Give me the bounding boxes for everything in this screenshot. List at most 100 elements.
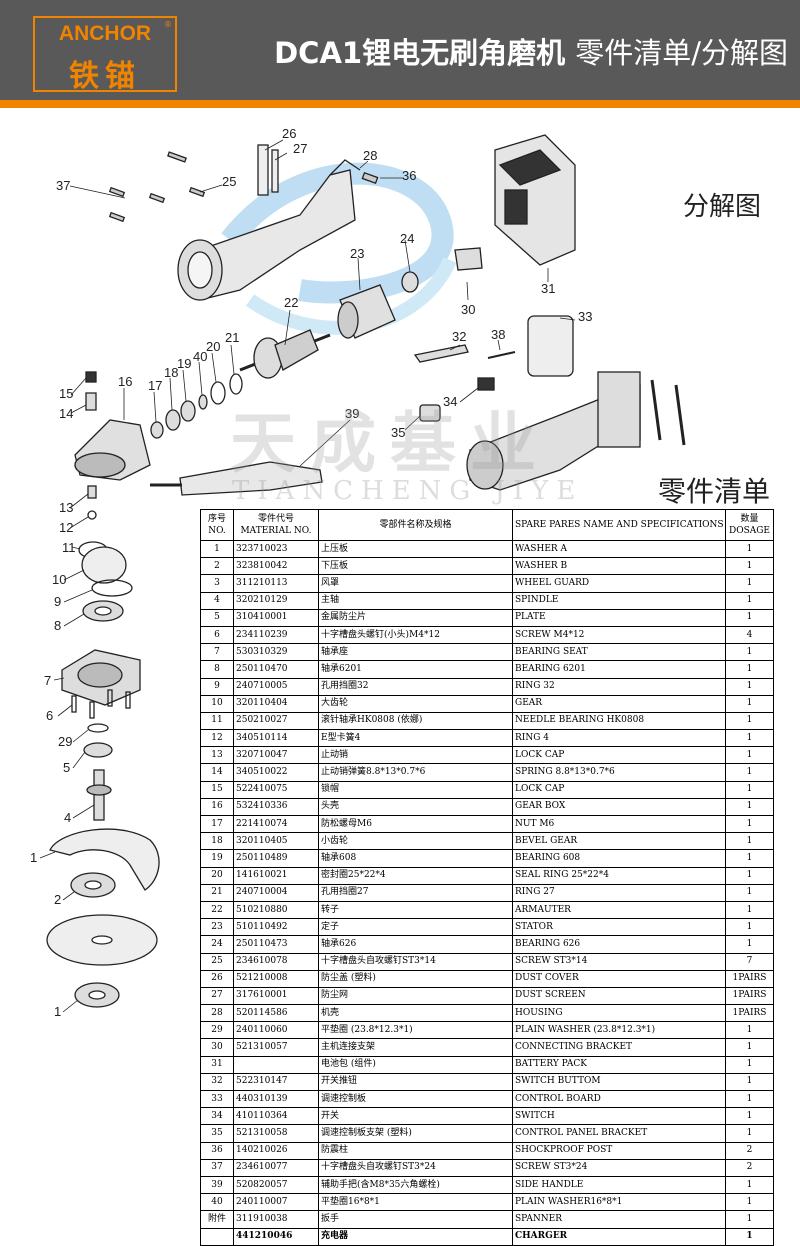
callout-40: 40: [193, 349, 207, 364]
callout-14: 14: [59, 406, 73, 421]
cell-qty: 1: [725, 1175, 774, 1195]
control-board-part: [527, 315, 574, 377]
cell-material: 320110404: [233, 694, 319, 713]
cell-name-cn: 滚针轴承HK0808 (依娜): [318, 711, 513, 731]
cell-name-en: SWITCH BUTTOM: [512, 1072, 726, 1092]
cell-name-en: DUST SCREEN: [512, 986, 726, 1006]
cell-name-en: CHARGER: [512, 1227, 726, 1246]
cell-name-en: LOCK CAP: [512, 780, 726, 799]
cell-material: 530310329: [233, 643, 319, 662]
cell-name-cn: 上压板: [318, 539, 513, 559]
cell-no: 8: [200, 660, 234, 679]
assembled-tool: [466, 371, 641, 491]
cell-qty: 1: [725, 1021, 774, 1040]
cell-name-en: BEARING SEAT: [512, 643, 726, 662]
cell-name-en: SPANNER: [512, 1210, 726, 1229]
cell-name-en: BEVEL GEAR: [512, 832, 726, 851]
cell-qty: 1PAIRS: [725, 1004, 774, 1023]
cell-no: 32: [200, 1072, 234, 1092]
cell-qty: 1PAIRS: [725, 969, 774, 988]
exploded-diagram: 37 25 26 27 28 36 24 23 22 30 31 33 32 3…: [30, 126, 686, 1019]
col-name-en-header: SPARE PARES NAME AND SPECIFICATIONS: [512, 509, 726, 541]
cell-material: 250210027: [233, 711, 319, 731]
cell-name-en: NUT M6: [512, 814, 726, 834]
cell-name-en: PLATE: [512, 608, 726, 627]
callout-17: 17: [148, 378, 162, 393]
cell-qty: 1: [725, 1038, 774, 1057]
cell-no: 26: [200, 969, 234, 988]
cell-name-cn: 金属防尘片: [318, 608, 513, 627]
cell-no: 25: [200, 952, 234, 971]
cell-no: 36: [200, 1141, 234, 1160]
side-handle-part: [150, 461, 323, 496]
cell-no: 21: [200, 883, 234, 902]
cell-material: 311210113: [233, 574, 319, 593]
cell-material: 440310139: [233, 1089, 319, 1109]
callout-27: 27: [293, 141, 307, 156]
cell-no: 2: [200, 557, 234, 576]
cell-qty: 1: [725, 866, 774, 885]
cell-no: 40: [200, 1193, 234, 1212]
cell-name-cn: 辅助手把(含M8*35六角螺栓): [318, 1175, 513, 1195]
bearing-626-part: [401, 271, 419, 293]
cell-material: 250110470: [233, 660, 319, 679]
cell-no: 33: [200, 1089, 234, 1109]
cell-name-cn: 小齿轮: [318, 832, 513, 851]
cell-qty: 1: [725, 711, 774, 731]
cell-material: 320210129: [233, 591, 319, 610]
cell-name-cn: 机壳: [318, 1004, 513, 1023]
callout-18: 18: [164, 365, 178, 380]
cell-material: 340510022: [233, 763, 319, 782]
cell-name-cn: 防震柱: [318, 1141, 513, 1160]
title-sub: 零件清单/分解图: [575, 36, 788, 70]
callout-6: 6: [46, 708, 53, 723]
cell-qty: 1: [725, 763, 774, 782]
cell-name-cn: 轴承626: [318, 935, 513, 954]
cell-name-en: WASHER A: [512, 539, 726, 559]
cell-name-cn: E型卡簧4: [318, 729, 513, 748]
callout-11: 11: [62, 540, 76, 555]
cell-qty: 1: [725, 780, 774, 799]
bearing-seat-part: [61, 649, 141, 706]
cell-material: 234610078: [233, 952, 319, 971]
cell-qty: 4: [725, 625, 774, 645]
cell-name-cn: 止动销弹簧8.8*13*0.7*6: [318, 763, 513, 782]
cell-name-cn: 轴承608: [318, 849, 513, 868]
cell-name-en: GEAR BOX: [512, 797, 726, 817]
cell-qty: 1: [725, 900, 774, 920]
callout-23: 23: [350, 246, 364, 261]
cell-qty: 1: [725, 849, 774, 868]
callout-12: 12: [59, 520, 73, 535]
cell-qty: 1: [725, 832, 774, 851]
callout-13: 13: [59, 500, 73, 515]
cell-name-cn: 孔用挡圈27: [318, 883, 513, 902]
cell-material: 141610021: [233, 866, 319, 885]
cell-no: 34: [200, 1107, 234, 1126]
cell-name-en: BEARING 626: [512, 935, 726, 954]
cell-name-en: SIDE HANDLE: [512, 1175, 726, 1195]
callout-15: 15: [59, 386, 73, 401]
cell-no: 13: [200, 746, 234, 765]
callout-22: 22: [284, 295, 298, 310]
cell-no: 28: [200, 1004, 234, 1023]
cell-name-en: SCREW M4*12: [512, 625, 726, 645]
cell-name-cn: 十字槽盘头自攻螺钉ST3*14: [318, 952, 513, 971]
cell-name-en: CONTROL PANEL BRACKET: [512, 1124, 726, 1143]
cell-material: 520114586: [233, 1004, 319, 1023]
cell-qty: 1: [725, 557, 774, 576]
callout-1: 1: [54, 1004, 61, 1019]
callout-24: 24: [400, 231, 414, 246]
